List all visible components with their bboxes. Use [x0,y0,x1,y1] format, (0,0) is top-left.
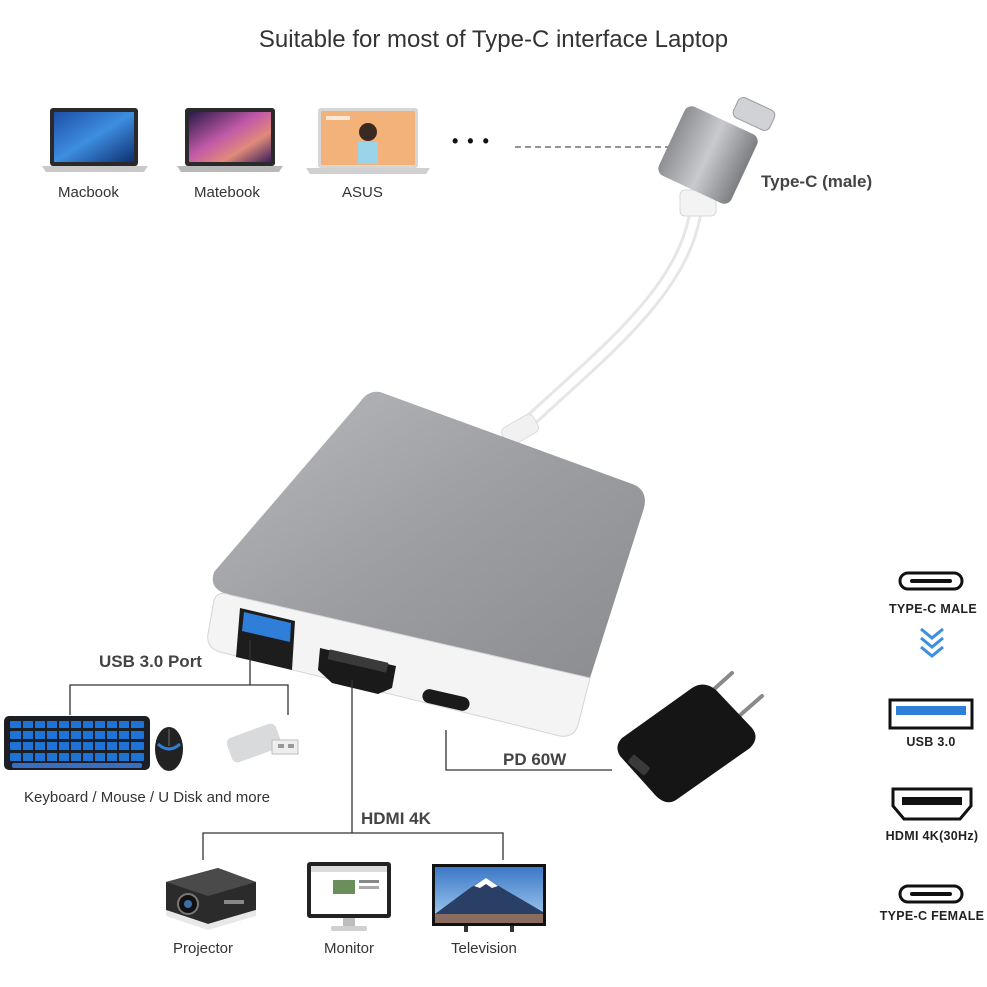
keyboard-icon [4,716,150,770]
chevron-down-icon [920,627,944,658]
type-c-cable-icon [501,97,776,446]
hdmi-callout: HDMI 4K [361,809,431,828]
hdmi-device-label: Television [451,940,517,957]
pd-callout-line [445,730,612,771]
legend-label: HDMI 4K(30Hz) [885,829,979,843]
more-laptops-ellipsis: • • • [452,131,491,151]
pd-callout: PD 60W [503,750,567,769]
laptop-asus-icon [306,108,430,174]
usb-flash-drive-icon [226,723,299,763]
usb-callout-lines [69,640,289,715]
power-charger-icon [617,671,764,803]
laptop-matebook-icon [177,108,283,172]
television-icon [432,864,546,932]
usb-port-callout: USB 3.0 Port [99,652,202,671]
monitor-icon [307,862,391,931]
usb-port-icon [888,698,974,730]
hdmi-port-icon [891,787,973,821]
legend-label: TYPE-C FEMALE [879,909,985,923]
hdmi-callout-lines [202,680,504,860]
laptop-macbook-icon [42,108,148,172]
projector-icon [166,868,256,930]
legend-label: USB 3.0 [906,735,956,749]
hdmi-device-label: Projector [173,940,234,957]
laptop-label: ASUS [342,184,383,201]
hdmi-device-label: Monitor [324,940,375,957]
type-c-port-icon [898,571,964,591]
laptop-label: Macbook [58,184,119,201]
laptop-label: Matebook [194,184,260,201]
type-c-port-icon [898,884,964,904]
type-c-male-callout: Type-C (male) [761,172,873,191]
legend-label: TYPE-C MALE [888,602,978,616]
mouse-icon [155,727,183,771]
usb-devices-label: Keyboard / Mouse / U Disk and more [24,789,270,806]
page-title: Suitable for most of Type-C interface La… [258,26,729,53]
usb-c-hub-icon [207,391,645,737]
